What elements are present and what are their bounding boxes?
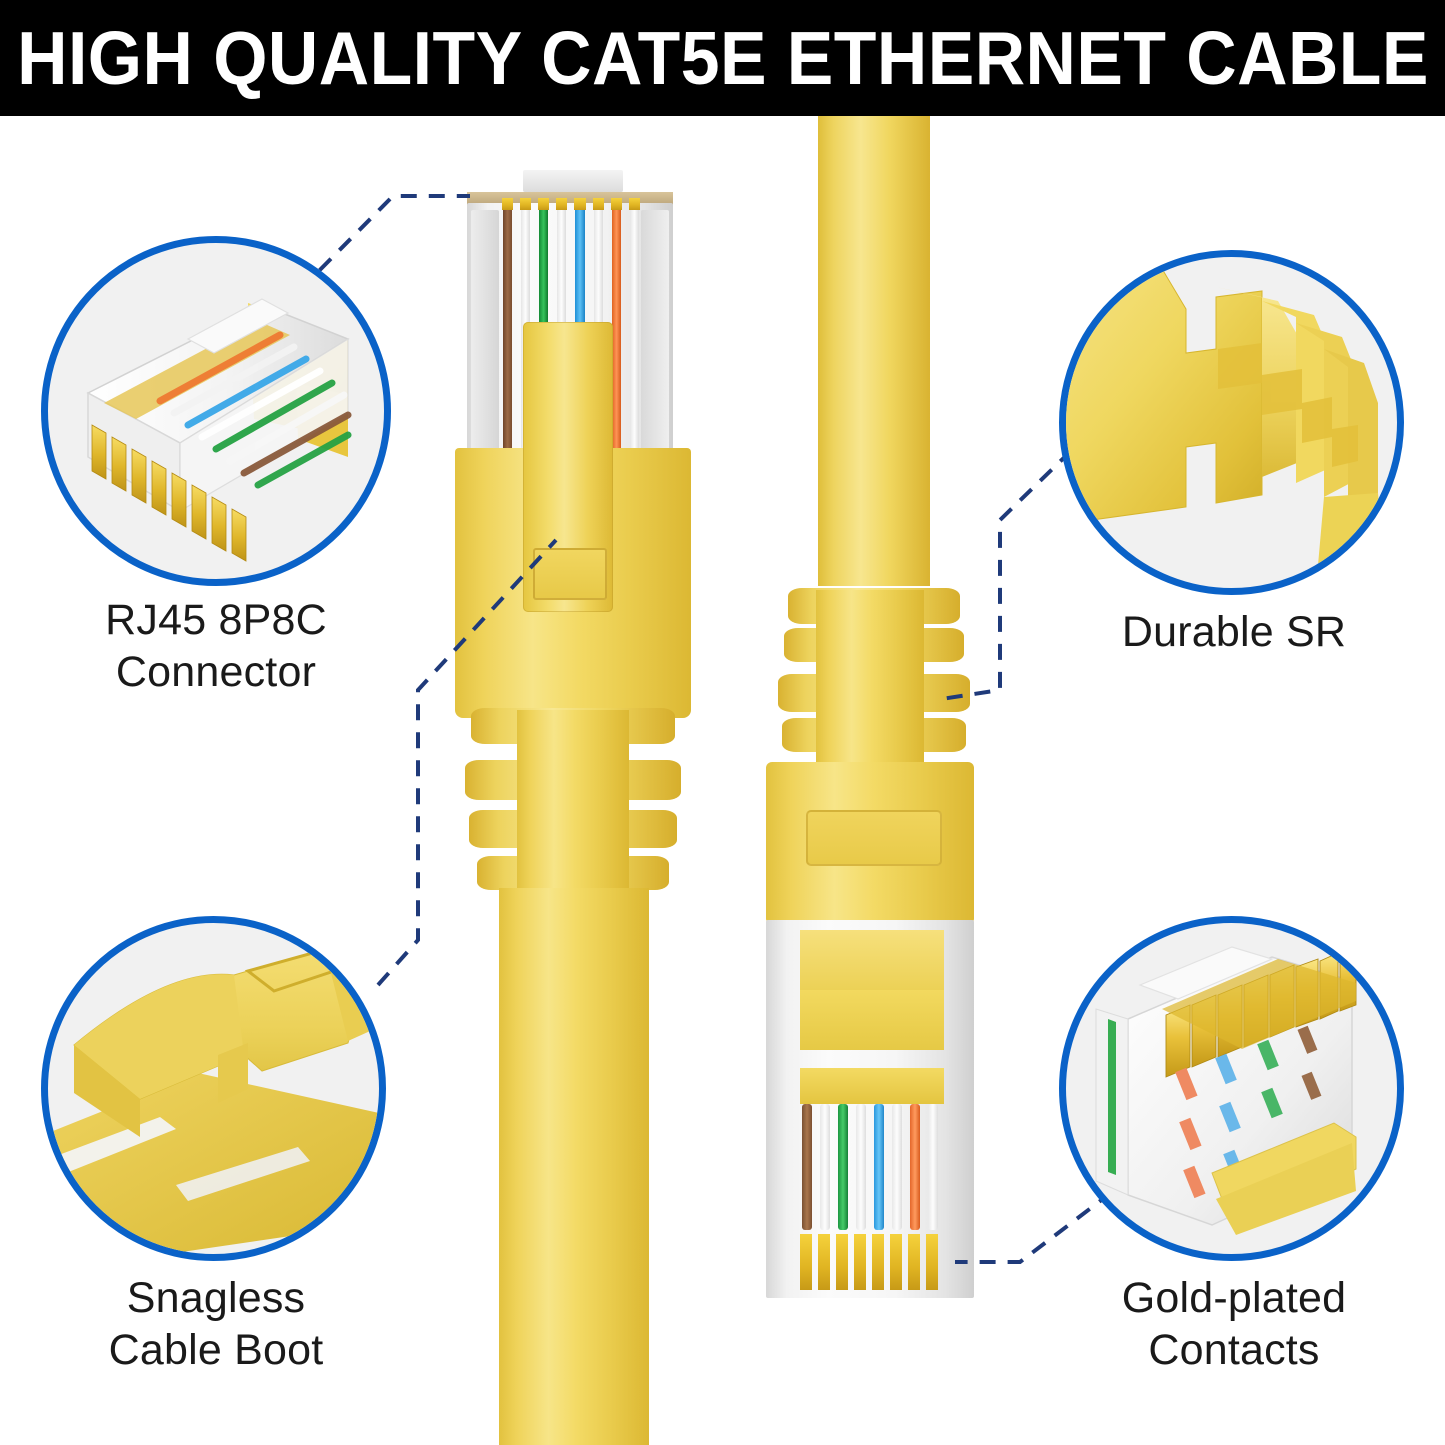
plug-yellow-insert-band bbox=[800, 1068, 944, 1104]
conductor-brown bbox=[503, 206, 512, 486]
right-connector-assembly bbox=[760, 570, 990, 1330]
contact-tip-4 bbox=[556, 198, 567, 210]
strain-relief-closeup-icon bbox=[1059, 250, 1404, 595]
conductor-group-right bbox=[802, 1104, 938, 1244]
callout-durable-sr: Durable SR bbox=[1059, 250, 1409, 680]
boot-latch-notch bbox=[533, 548, 607, 600]
contact-tip-8 bbox=[629, 198, 640, 210]
conductor-white-orange-r bbox=[928, 1104, 938, 1230]
contact-tip-7 bbox=[611, 198, 622, 210]
strain-relief-core-left bbox=[517, 710, 629, 896]
contact-blade-8 bbox=[926, 1234, 938, 1290]
plug-top-shoulder bbox=[523, 170, 623, 192]
plug-yellow-insert-top bbox=[800, 930, 944, 990]
cable-jacket-right-upper bbox=[818, 116, 930, 586]
contact-blade-3 bbox=[836, 1234, 848, 1290]
gold-contact-blades-right bbox=[800, 1234, 942, 1294]
contact-tip-2 bbox=[520, 198, 531, 210]
strain-relief-illustration bbox=[1066, 266, 1386, 588]
callout-label-gold-contacts: Gold-plated Contacts bbox=[1121, 1274, 1347, 1375]
callout-label-snagless: Snagless Cable Boot bbox=[108, 1274, 324, 1375]
contact-blade-6 bbox=[890, 1234, 902, 1290]
gold-contacts-illustration bbox=[1095, 946, 1357, 1235]
contact-blade-1 bbox=[800, 1234, 812, 1290]
conductor-white-green-r bbox=[856, 1104, 866, 1230]
conductor-green-r bbox=[838, 1104, 848, 1230]
conductor-white-blue-r bbox=[892, 1104, 902, 1230]
contact-tip-3 bbox=[538, 198, 549, 210]
strain-relief-core-right bbox=[816, 590, 924, 770]
callout-label-rj45: RJ45 8P8C Connector bbox=[105, 596, 327, 697]
contact-blade-7 bbox=[908, 1234, 920, 1290]
header-banner: HIGH QUALITY CAT5E ETHERNET CABLE bbox=[0, 0, 1445, 116]
conductor-brown-r bbox=[802, 1104, 812, 1230]
conductor-orange bbox=[612, 206, 621, 486]
contact-tip-1 bbox=[502, 198, 513, 210]
conductor-white-orange bbox=[630, 206, 639, 486]
contact-blade-4 bbox=[854, 1234, 866, 1290]
rj45-plug-cutaway-icon bbox=[41, 236, 391, 586]
page-title: HIGH QUALITY CAT5E ETHERNET CABLE bbox=[16, 15, 1429, 100]
snagless-boot-closeup-icon bbox=[41, 916, 386, 1261]
gold-contacts-closeup-icon bbox=[1059, 916, 1404, 1261]
cable-jacket-left bbox=[499, 888, 649, 1060]
left-connector-assembly bbox=[455, 150, 695, 1060]
conductor-orange-r bbox=[910, 1104, 920, 1230]
contact-blade-5 bbox=[872, 1234, 884, 1290]
boot-recessed-panel-right bbox=[806, 810, 942, 866]
callout-gold-contacts: Gold-plated Contacts bbox=[1059, 916, 1409, 1386]
conductor-blue-r bbox=[874, 1104, 884, 1230]
snagless-boot-illustration bbox=[48, 945, 379, 1254]
conductor-white-brown-r bbox=[820, 1104, 830, 1230]
rj45-cutaway-illustration bbox=[86, 298, 352, 562]
callout-rj45-connector: RJ45 8P8C Connector bbox=[41, 236, 391, 706]
contact-blade-2 bbox=[818, 1234, 830, 1290]
contact-tip-5 bbox=[574, 198, 586, 210]
cable-jacket-left-lower bbox=[499, 1055, 649, 1445]
plug-yellow-insert-mid bbox=[800, 990, 944, 1050]
contact-tip-6 bbox=[593, 198, 604, 210]
callout-label-durable-sr: Durable SR bbox=[1121, 608, 1347, 656]
callout-snagless-boot: Snagless Cable Boot bbox=[41, 916, 391, 1386]
